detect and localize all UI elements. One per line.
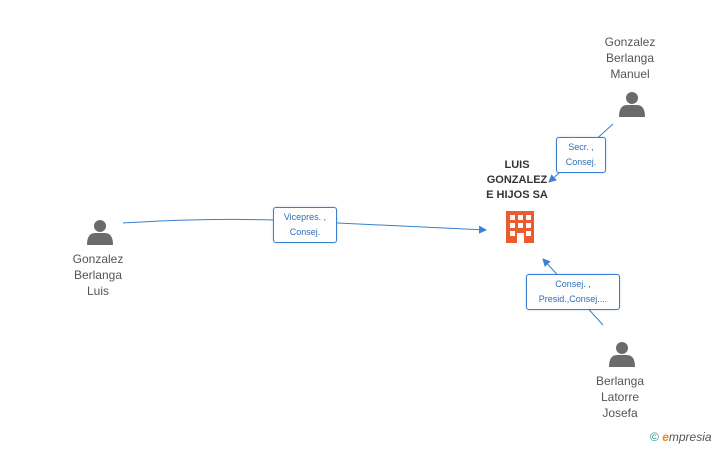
empresia-watermark: © empresia <box>650 430 712 444</box>
company-name-line: LUIS <box>504 159 530 171</box>
company-name-line: GONZALEZ <box>486 174 548 186</box>
brand-logo: empresia <box>662 430 711 444</box>
person-name-luis[interactable]: Gonzalez Berlanga Luis <box>53 251 143 299</box>
role-line: Consej. , <box>555 279 591 289</box>
person-name-line: Gonzalez <box>72 252 124 266</box>
person-name-line: Gonzalez <box>604 35 656 49</box>
person-name-line: Berlanga <box>605 51 655 65</box>
person-name-line: Latorre <box>600 390 640 404</box>
brand-rest: mpresia <box>668 430 712 444</box>
company-name[interactable]: LUIS GONZALEZ E HIJOS SA <box>472 158 562 203</box>
role-line: Secr. , <box>568 142 594 152</box>
person-name-josefa[interactable]: Berlanga Latorre Josefa <box>575 373 665 421</box>
role-line: Presid.,Consej.... <box>538 294 608 304</box>
role-line: Vicepres. , <box>283 212 327 222</box>
person-name-line: Manuel <box>610 67 650 81</box>
person-icon[interactable] <box>619 92 645 117</box>
building-icon[interactable] <box>506 211 534 243</box>
copyright-symbol: © <box>650 430 659 444</box>
person-name-line: Josefa <box>602 406 638 420</box>
role-box-luis[interactable]: Vicepres. , Consej. <box>273 207 337 243</box>
person-name-line: Berlanga <box>73 268 123 282</box>
person-name-line: Luis <box>86 284 109 298</box>
brand-initial: e <box>662 430 669 444</box>
person-name-line: Berlanga <box>595 374 645 388</box>
role-line: Consej. <box>565 157 597 167</box>
role-box-manuel[interactable]: Secr. , Consej. <box>556 137 606 173</box>
edge-luis-to-company <box>122 218 487 234</box>
role-line: Consej. <box>289 227 321 237</box>
company-name-line: E HIJOS SA <box>486 189 548 201</box>
role-box-josefa[interactable]: Consej. , Presid.,Consej.... <box>526 274 620 310</box>
person-icon[interactable] <box>609 342 635 367</box>
person-icon[interactable] <box>87 220 113 245</box>
person-name-manuel[interactable]: Gonzalez Berlanga Manuel <box>585 34 675 82</box>
